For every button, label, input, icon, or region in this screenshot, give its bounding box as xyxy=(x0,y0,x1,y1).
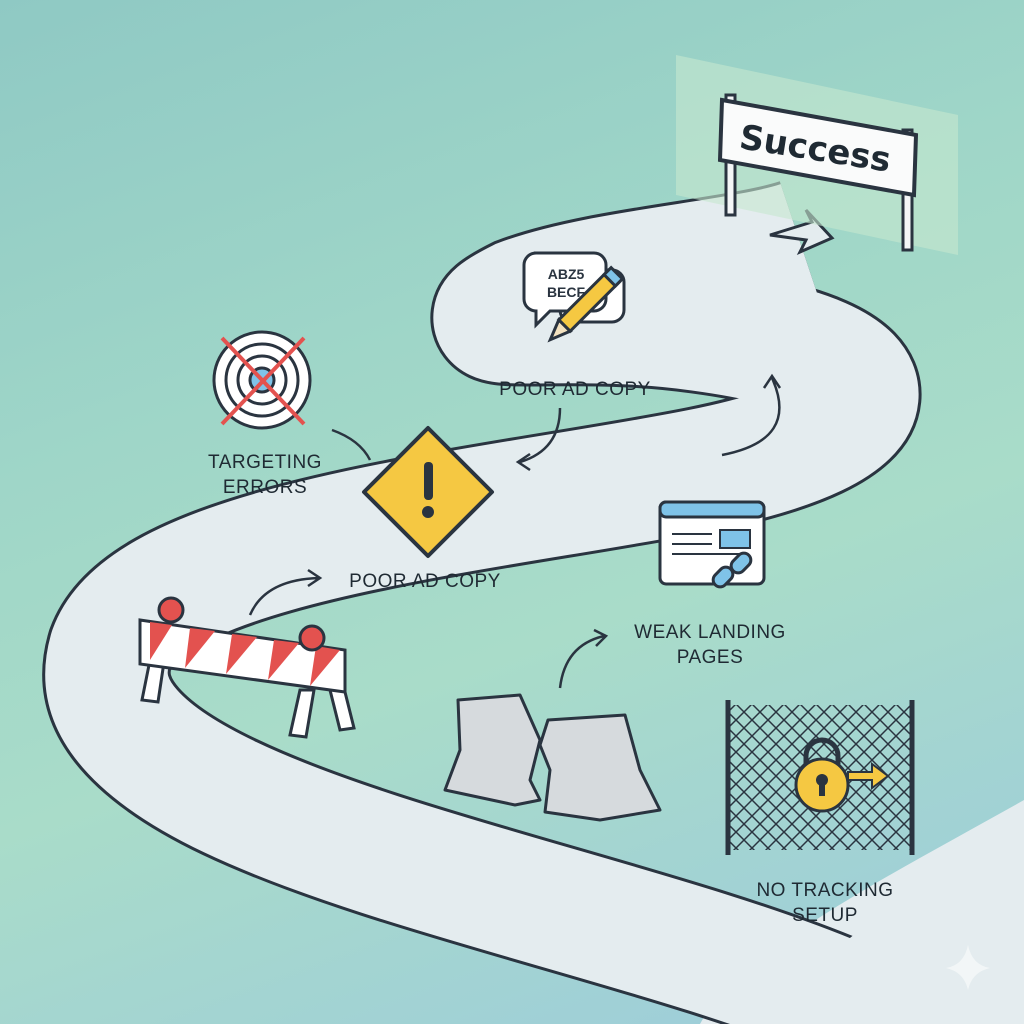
curved-arrow-icon xyxy=(515,407,562,472)
label-line: NO TRACKING xyxy=(756,880,894,901)
no-tracking-setup-label: NO TRACKING SETUP xyxy=(740,878,910,928)
broken-concrete-barrier-icon xyxy=(443,693,662,822)
poor-ad-copy-label-2: POOR AD COPY xyxy=(499,379,651,400)
bubble-text-line2: BECF xyxy=(547,284,586,300)
targeting-errors-label: TARGETING ERRORS xyxy=(200,450,330,500)
barricade-icon xyxy=(138,596,356,739)
webpage-broken-link-icon xyxy=(658,500,766,589)
label-line: PAGES xyxy=(676,647,744,668)
label-line: ERRORS xyxy=(222,477,308,498)
label-line: SETUP xyxy=(792,905,858,926)
locked-fence-icon xyxy=(725,700,915,855)
curved-arrow-icon xyxy=(721,373,782,457)
curved-arrow-icon xyxy=(331,428,372,461)
weak-landing-pages-label: WEAK LANDING PAGES xyxy=(610,620,810,670)
curved-arrow-icon xyxy=(558,628,609,689)
label-line: TARGETING xyxy=(208,452,322,473)
bubble-text-line1: ABZ5 xyxy=(548,266,585,282)
success-sign: Success xyxy=(676,55,958,255)
sparkle-icon xyxy=(946,945,990,990)
speech-bubble-pencil-icon: ABZ5 BECF xyxy=(522,251,626,343)
label-line: WEAK LANDING xyxy=(634,622,786,643)
curved-arrow-icon xyxy=(248,568,323,616)
poor-ad-copy-label: POOR AD COPY xyxy=(349,571,501,592)
crossed-target-icon xyxy=(212,330,312,430)
warning-sign-icon xyxy=(362,426,494,558)
